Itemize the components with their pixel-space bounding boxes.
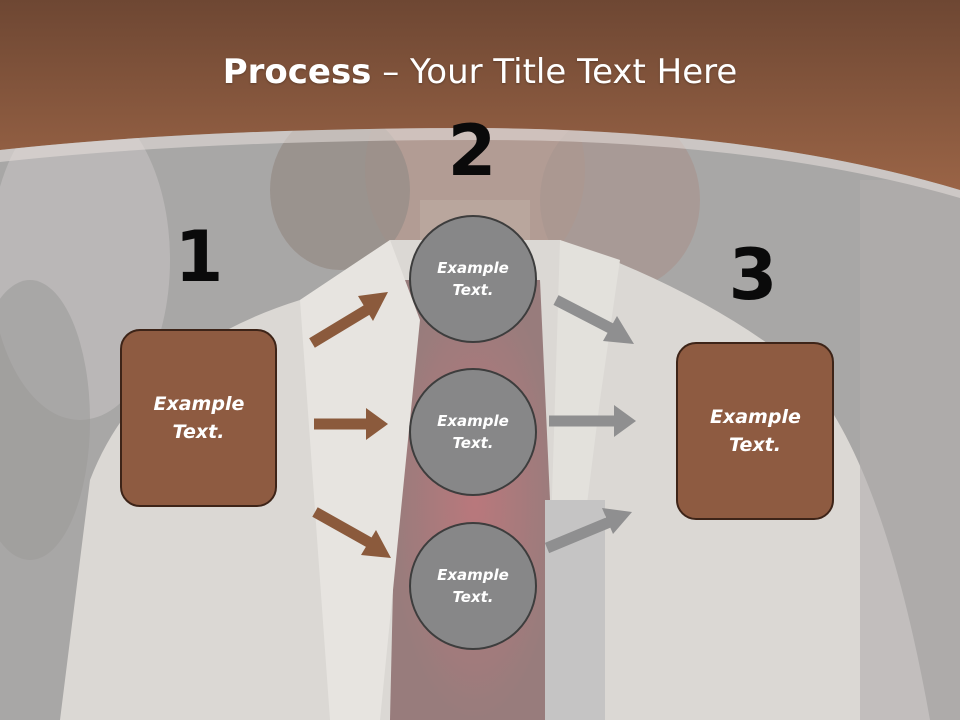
step-2-circle-bottom[interactable]: Example Text. <box>409 522 537 650</box>
arrow-1-to-2-middle <box>314 408 388 440</box>
arrow-1-to-2-top <box>309 292 388 348</box>
step-2-circle-bottom-text: Example Text. <box>437 565 509 607</box>
step-2-circle-top[interactable]: Example Text. <box>409 215 537 343</box>
arrow-2-to-3-top <box>553 295 634 344</box>
step-number-3: 3 <box>728 234 778 316</box>
step-3-box[interactable]: Example Text. <box>676 342 834 520</box>
slide-title: Process – Your Title Text Here <box>0 52 960 92</box>
arrow-2-to-3-bottom <box>544 508 632 554</box>
step-number-2: 2 <box>447 110 497 192</box>
title-rest: – Your Title Text Here <box>371 52 738 92</box>
arrow-1-to-2-bottom <box>312 507 391 558</box>
step-2-circle-middle-text: Example Text. <box>437 411 509 453</box>
step-3-text: Example Text. <box>710 405 801 457</box>
step-1-text: Example Text. <box>153 392 245 444</box>
step-1-box[interactable]: Example Text. <box>120 329 277 507</box>
step-2-circle-middle[interactable]: Example Text. <box>409 368 537 496</box>
step-2-circle-top-text: Example Text. <box>437 258 509 300</box>
title-bold: Process <box>222 52 372 92</box>
step-number-1: 1 <box>174 216 224 298</box>
arrow-2-to-3-middle <box>549 405 636 437</box>
